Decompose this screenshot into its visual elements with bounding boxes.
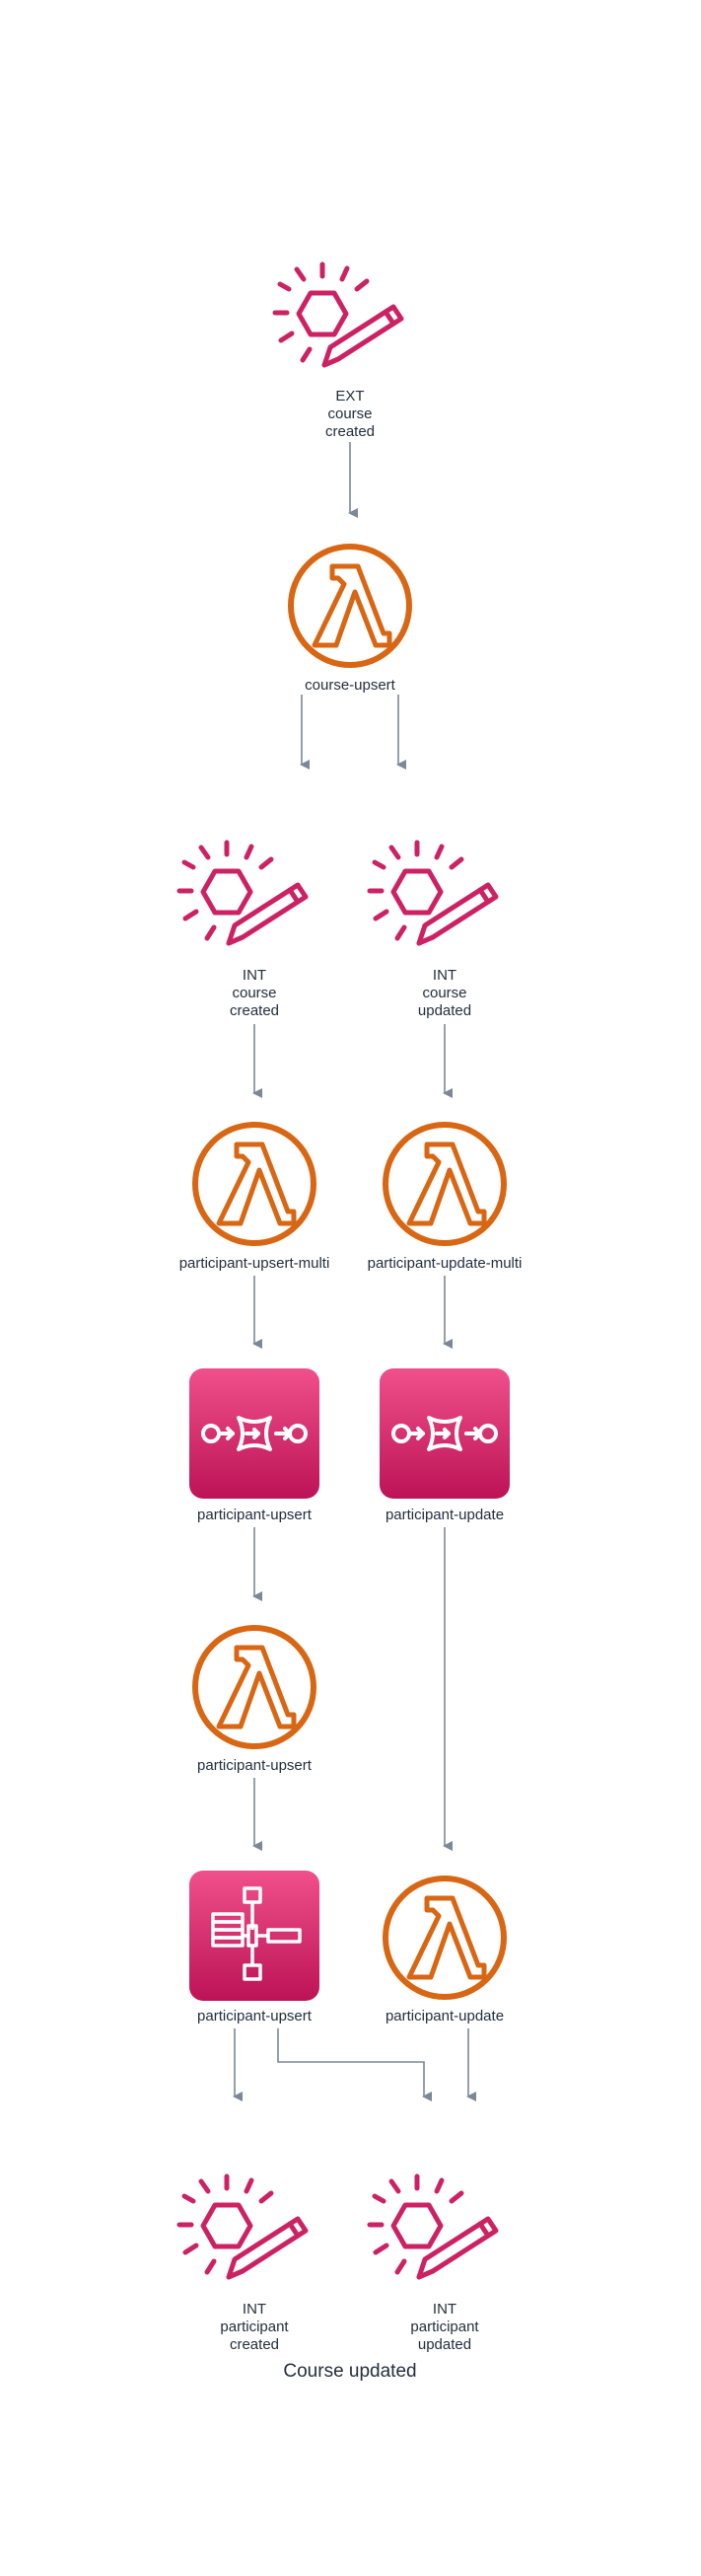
step-functions-icon — [187, 1869, 321, 2003]
event-icon — [179, 2176, 306, 2277]
ext-course-created-label: EXT course created — [324, 388, 376, 440]
lambda-icon — [291, 547, 409, 665]
lambda-icon — [195, 1628, 314, 1746]
event-icon — [370, 843, 496, 943]
int-course-updated-label: INT course updated — [417, 967, 472, 1019]
participant-update-queue-label: participant-update — [385, 1507, 505, 1523]
event-icon — [275, 264, 401, 365]
int-participant-updated-label: INT participant updated — [410, 2301, 479, 2353]
int-participant-created-label: INT participant created — [220, 2301, 289, 2353]
event-icon — [179, 843, 306, 943]
sqs-queue-icon — [187, 1366, 321, 1501]
lambda-icon — [386, 1125, 504, 1243]
course-upsert-label: course-upsert — [305, 677, 395, 694]
participant-update-multi-label: participant-update-multi — [367, 1255, 523, 1272]
connectors — [233, 442, 476, 2101]
participant-upsert-queue-label: participant-upsert — [197, 1507, 312, 1523]
edge-sfn-to-participant-updated — [277, 2028, 432, 2101]
participant-update-fn-label: participant-update — [385, 2008, 505, 2024]
participant-upsert-multi-label: participant-upsert-multi — [178, 1255, 330, 1272]
participant-upsert-fn-label: participant-upsert — [197, 1757, 312, 1774]
int-course-created-label: INT course created — [229, 967, 280, 1019]
diagram-caption: Course updated — [283, 2361, 417, 2382]
lambda-icon — [386, 1878, 504, 1997]
sqs-queue-icon — [378, 1366, 512, 1501]
event-icon — [370, 2176, 496, 2277]
participant-upsert-sfn-label: participant-upsert — [197, 2008, 312, 2024]
lambda-icon — [195, 1125, 314, 1243]
